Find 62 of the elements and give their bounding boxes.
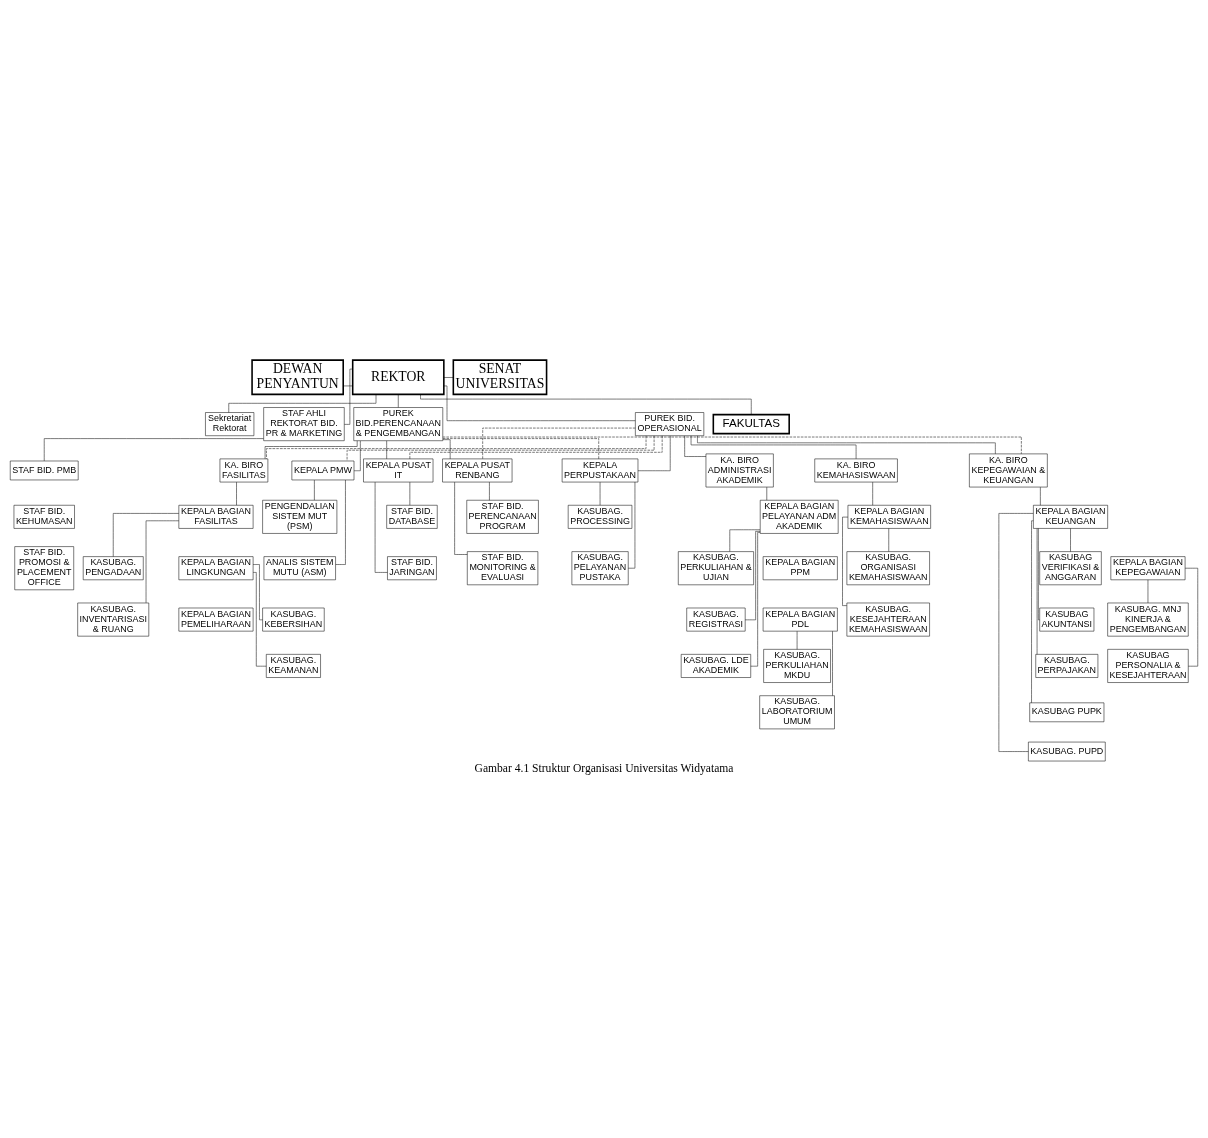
node-box: KASUBAG PUPK [1029,702,1105,723]
node-box: KEPALA PUSAT RENBANG [442,458,513,483]
node-box: KASUBAG. PUPD [1028,741,1106,762]
connector [420,394,752,415]
node-box: KEPALA BAGIAN LINGKUNGAN [178,556,254,581]
node-box: KASUBAG. REGISTRASI [686,607,746,632]
node-box: KASUBAG. PROCESSING [567,505,633,529]
node-box: KEPALA BAGIAN PDL [762,607,838,632]
connector [443,385,636,421]
node-box: PUREK BID.PERENCANAAN & PENGEMBANGAN [353,407,444,441]
node-box: KASUBAG AKUNTANSI [1039,607,1095,632]
node-box: STAF BID. DATABASE [386,505,438,529]
node-box: KEPALA BAGIAN KEPEGAWAIAN [1110,556,1186,581]
node-box: KASUBAG PERSONALIA & KESEJAHTERAAN [1107,649,1189,683]
node-box: KASUBAG. PERKULIAHAN MKDU [763,649,831,683]
node-box: KASUBAG. PELAYANAN PUSTAKA [571,551,629,586]
node-box: FAKULTAS [712,413,790,435]
node-box: KASUBAG. PERPAJAKAN [1035,654,1099,678]
connector [443,377,454,378]
connector [343,385,353,387]
node-box: STAF BID. PROMOSI & PLACEMENT OFFICE [14,546,74,591]
node-box: KEPALA BAGIAN PEMELIHARAAN [178,607,254,632]
node-box: KASUBAG. KESEJAHTERAAN KEMAHASISWAAN [846,602,930,637]
node-box: DEWAN PENYANTUN [251,359,344,396]
node-box: KA. BIRO KEMAHASISWAAN [814,458,898,483]
caption: Gambar 4.1 Struktur Organisasi Universitas Widyatama [474,762,734,776]
node-box: KEPALA BAGIAN PPM [762,556,838,581]
node-box: KEPALA BAGIAN KEMAHASISWAAN [847,505,931,529]
node-box: PENGENDALIAN SISTEM MUT (PSM) [262,500,338,534]
node-box: STAF BID. JARINGAN [387,556,437,581]
node-box: KASUBAG. LABORATORIUM UMUM [759,695,835,730]
connector [344,368,353,425]
node-box: KASUBAG. INVENTARISASI & RUANG [77,602,150,637]
node-box: STAF BID. KEHUMASAN [13,505,75,529]
node-box: STAF BID. PERENCANAAN PROGRAM [466,500,539,534]
node-box: KASUBAG VERIFIKASI & ANGGARAN [1039,551,1102,586]
node-box: Sekretariat Rektorat [205,412,255,436]
node-box: STAF BID. MONITORING & EVALUASI [467,551,539,586]
node-box: KASUBAG. KEAMANAN [266,654,321,678]
node-box: KA. BIRO KEPEGAWAIAN & KEUANGAN [969,453,1048,488]
node-box: REKTOR [351,359,445,396]
node-box: KEPALA PUSAT IT [363,458,434,483]
node-box: KASUBAG. ORGANISASI KEMAHASISWAAN [846,551,930,586]
node-box: KASUBAG. MNJ KINERJA & PENGEMBANGAN [1107,602,1189,637]
connector [228,394,377,413]
node-box: KASUBAG. LDE AKADEMIK [680,654,751,678]
node-box: KA. BIRO FASILITAS [219,458,269,483]
node-box: SENAT UNIVERSITAS [452,359,548,396]
node-box: KEPALA PMW [291,460,355,481]
node-box: KEPALA BAGIAN PELAYANAN ADM AKADEMIK [759,500,839,534]
node-box: KEPALA BAGIAN FASILITAS [178,505,254,529]
node-box: KASUBAG. PENGADAAN [82,556,144,581]
node-box: KASUBAG. PERKULIAHAN & UJIAN [678,551,754,586]
node-box: KEPALA BAGIAN KEUANGAN [1033,505,1108,529]
node-box: KASUBAG. KEBERSIHAN [262,607,325,632]
node-box: KEPALA PERPUSTAKAAN [561,458,639,483]
node-box: STAF BID. PMB [10,460,79,481]
connector [398,394,399,408]
node-box: KA. BIRO ADMINISTRASI AKADEMIK [705,453,774,488]
node-box: PUREK BID. OPERASIONAL [635,412,705,436]
node-box: STAF AHLI REKTORAT BID. PR & MARKETING [263,407,345,441]
node-box: ANALIS SISTEM MUTU (ASM) [263,556,336,581]
